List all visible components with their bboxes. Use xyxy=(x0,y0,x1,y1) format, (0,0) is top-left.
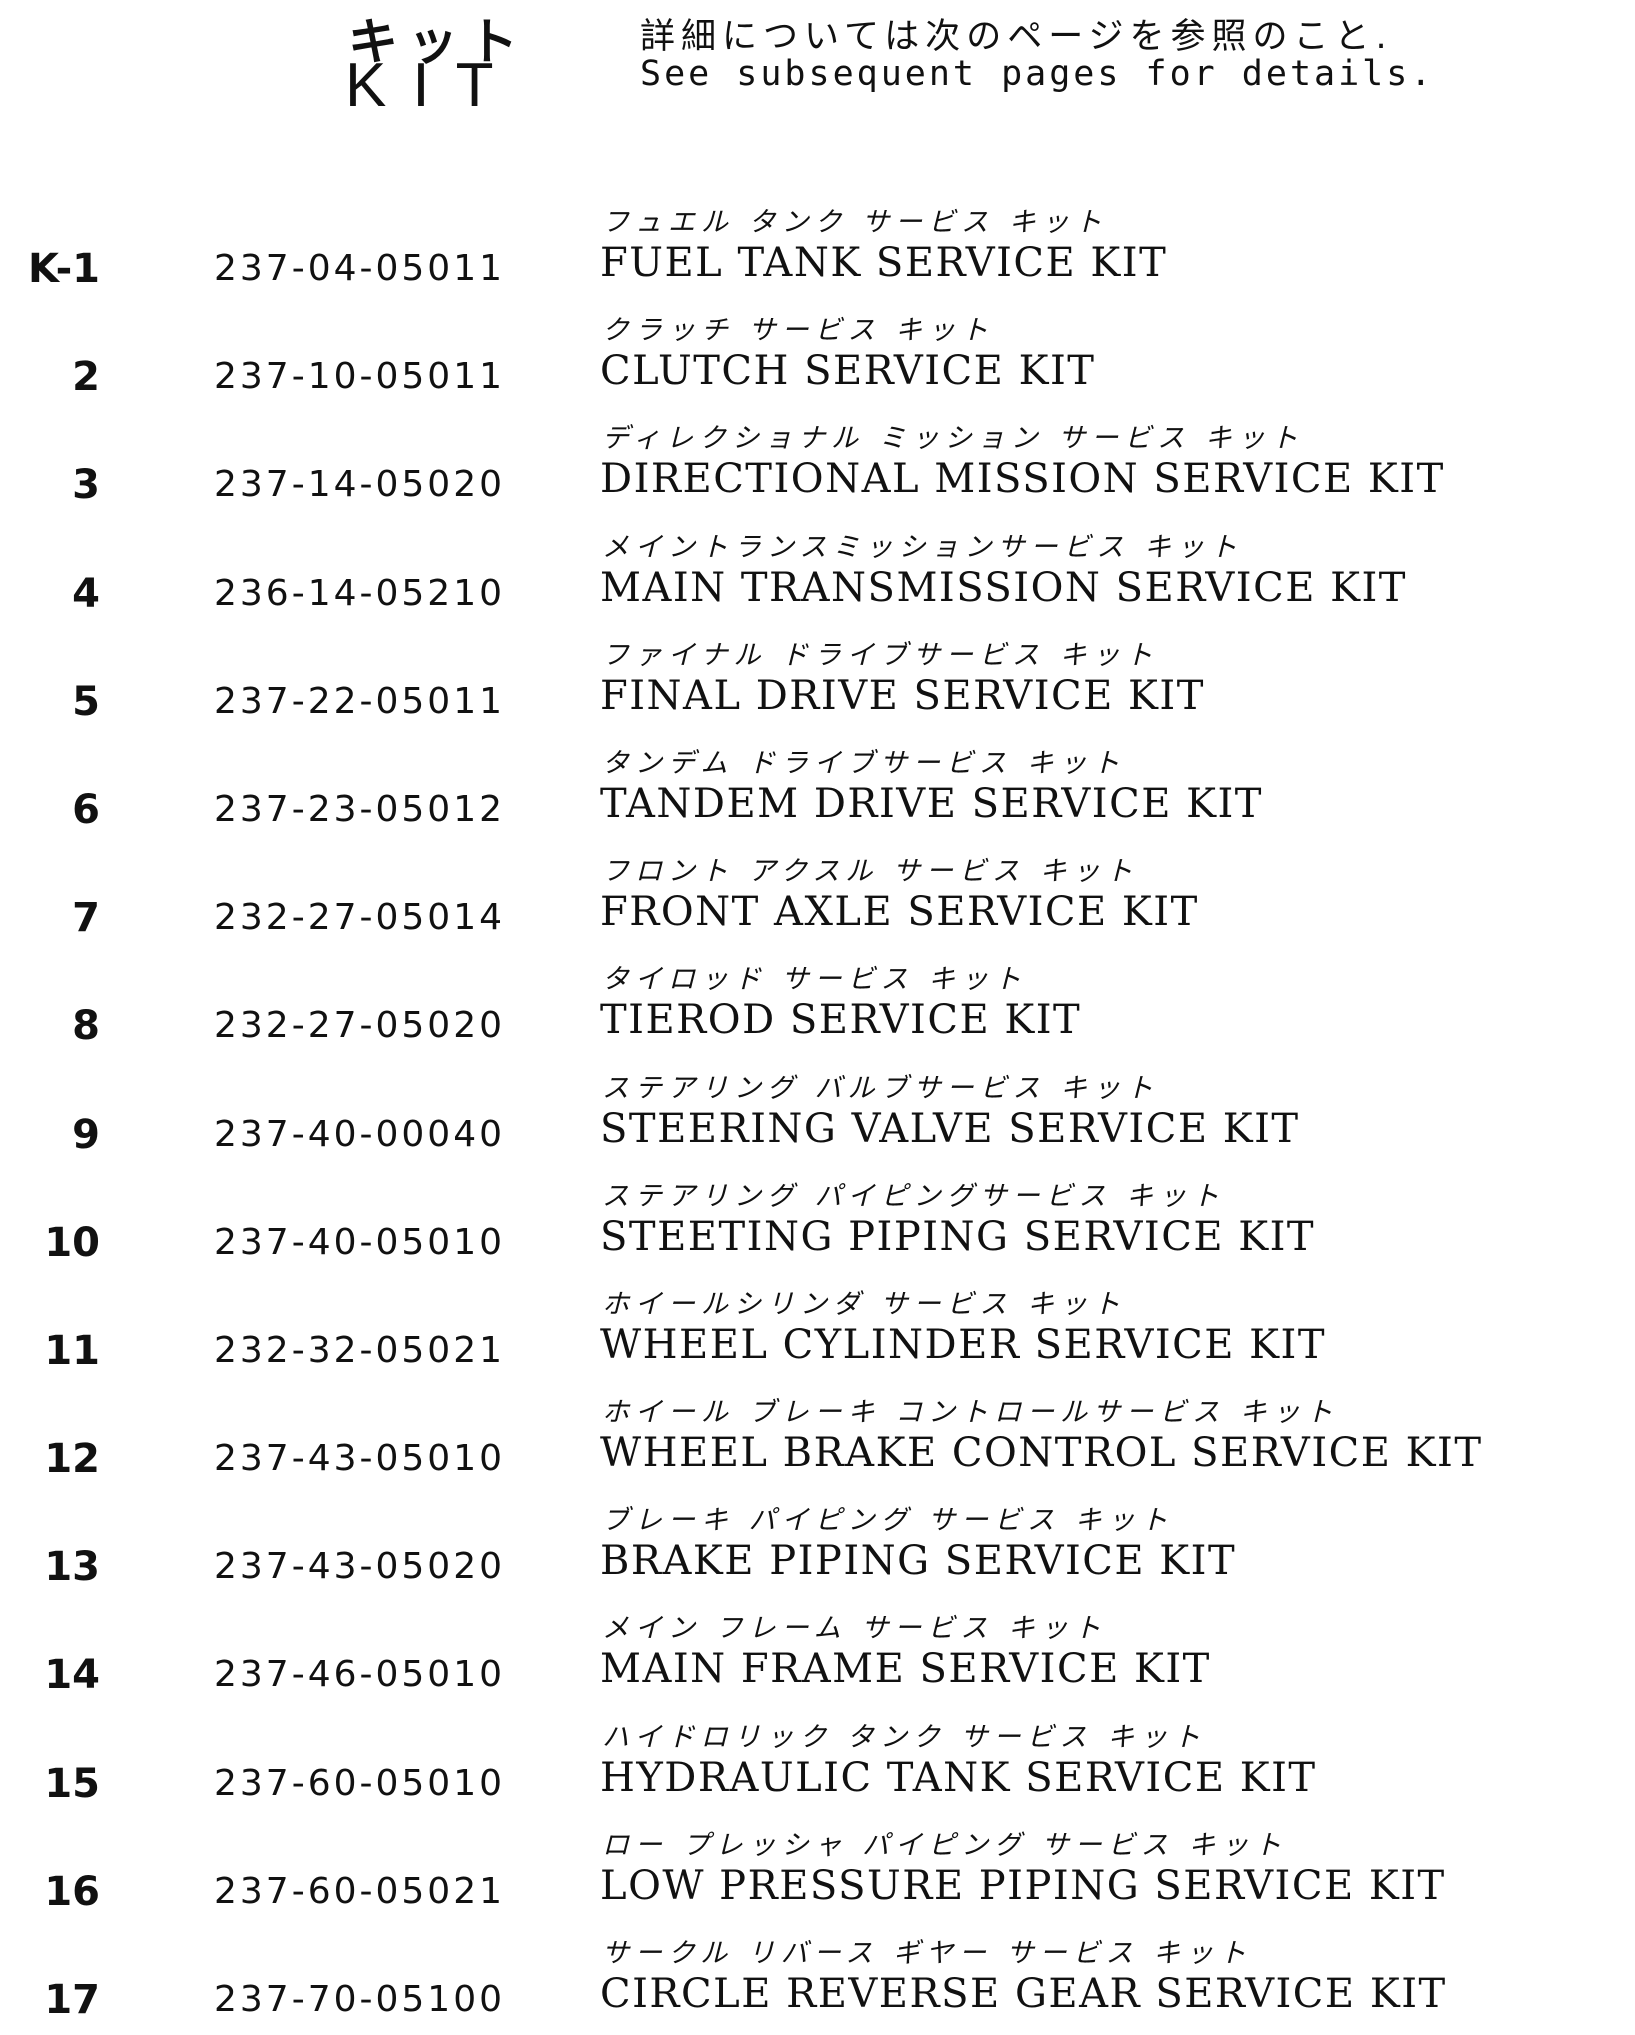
kit-number: 9 xyxy=(72,1111,100,1158)
kit-number: 7 xyxy=(72,895,100,942)
kit-part-number: 236-14-05210 xyxy=(214,572,506,614)
kit-name-japanese: ステアリング バルブサービス キット xyxy=(602,1072,1160,1104)
kit-name-japanese: タイロッド サービス キット xyxy=(602,964,1028,996)
page-title-japanese: キット xyxy=(348,13,528,71)
kit-name-english: WHEEL BRAKE CONTROL SERVICE KIT xyxy=(600,1430,1483,1477)
kit-number: 2 xyxy=(72,354,100,401)
kit-name-english: CIRCLE REVERSE GEAR SERVICE KIT xyxy=(600,1971,1447,2017)
kit-name-english: MAIN FRAME SERVICE KIT xyxy=(600,1646,1211,1693)
page-header: キット KIT 詳細については次のページを参照のこと. See subseque… xyxy=(0,0,1635,140)
kit-row: 9 237-40-00040 ステアリング バルブサービス キット STEERI… xyxy=(0,1062,1635,1170)
kit-part-number: 237-60-05010 xyxy=(214,1762,506,1804)
kit-name-japanese: ホイールシリンダ サービス キット xyxy=(602,1288,1127,1320)
kit-row: 6 237-23-05012 タンデム ドライブサービス キット TANDEM … xyxy=(0,737,1635,845)
kit-name-japanese: ブレーキ パイピング サービス キット xyxy=(602,1505,1174,1537)
kit-name-english: DIRECTIONAL MISSION SERVICE KIT xyxy=(600,456,1445,503)
kit-name-japanese: サークル リバース ギヤー サービス キット xyxy=(602,1938,1253,1969)
kit-part-number: 237-04-05011 xyxy=(214,248,506,289)
kit-name-japanese: メイン フレーム サービス キット xyxy=(602,1613,1107,1645)
kit-name-english: HYDRAULIC TANK SERVICE KIT xyxy=(600,1754,1317,1801)
kit-number: 17 xyxy=(44,1977,100,2023)
kit-name-japanese: クラッチ サービス キット xyxy=(602,315,995,347)
kit-part-number: 237-10-05011 xyxy=(214,356,506,398)
kit-number: 3 xyxy=(72,462,100,509)
kit-name-english: CLUTCH SERVICE KIT xyxy=(600,348,1096,395)
kit-name-english: FINAL DRIVE SERVICE KIT xyxy=(600,672,1205,719)
kit-name-japanese: メイントランスミッションサービス キット xyxy=(602,531,1244,563)
kit-name-english: STEERING VALVE SERVICE KIT xyxy=(600,1105,1300,1152)
kit-row: 15 237-60-05010 ハイドロリック タンク サービス キット HYD… xyxy=(0,1711,1635,1819)
kit-name-japanese: ファイナル ドライブサービス キット xyxy=(602,639,1159,671)
kit-name-english: FUEL TANK SERVICE KIT xyxy=(600,240,1168,286)
kit-number: 13 xyxy=(44,1544,100,1591)
kit-row: 2 237-10-05011 クラッチ サービス キット CLUTCH SERV… xyxy=(0,304,1635,412)
kit-name-japanese: フュエル タンク サービス キット xyxy=(602,207,1108,238)
kit-name-japanese: ロー プレッシャ パイピング サービス キット xyxy=(602,1829,1288,1861)
kit-row: K-1 237-04-05011 フュエル タンク サービス キット FUEL … xyxy=(0,196,1635,304)
kit-name-english: FRONT AXLE SERVICE KIT xyxy=(600,889,1199,936)
kit-part-number: 237-22-05011 xyxy=(214,680,506,722)
kit-name-japanese: ステアリング パイピングサービス キット xyxy=(602,1180,1226,1212)
kit-name-japanese: ディレクショナル ミッション サービス キット xyxy=(602,423,1304,455)
details-note-japanese: 詳細については次のページを参照のこと. xyxy=(640,17,1393,57)
kit-name-english: TIEROD SERVICE KIT xyxy=(600,997,1082,1044)
kit-number: 5 xyxy=(72,678,100,725)
kit-part-number: 237-14-05020 xyxy=(214,464,506,506)
page-title-english: KIT xyxy=(345,51,520,120)
kit-row: 5 237-22-05011 ファイナル ドライブサービス キット FINAL … xyxy=(0,629,1635,737)
kit-row: 17 237-70-05100 サークル リバース ギヤー サービス キット C… xyxy=(0,1927,1635,2035)
kit-row: 11 232-32-05021 ホイールシリンダ サービス キット WHEEL … xyxy=(0,1278,1635,1386)
kit-number: K-1 xyxy=(28,246,100,292)
kit-name-english: LOW PRESSURE PIPING SERVICE KIT xyxy=(600,1862,1446,1909)
kit-number: 8 xyxy=(72,1003,100,1050)
kit-name-english: WHEEL CYLINDER SERVICE KIT xyxy=(600,1321,1327,1368)
kit-row: 10 237-40-05010 ステアリング パイピングサービス キット STE… xyxy=(0,1170,1635,1278)
kit-part-number: 237-40-00040 xyxy=(214,1113,506,1155)
kit-list: K-1 237-04-05011 フュエル タンク サービス キット FUEL … xyxy=(0,196,1635,2035)
kit-number: 11 xyxy=(44,1327,100,1374)
kit-number: 4 xyxy=(72,570,100,617)
kit-name-english: STEETING PIPING SERVICE KIT xyxy=(600,1213,1316,1260)
kit-row: 8 232-27-05020 タイロッド サービス キット TIEROD SER… xyxy=(0,953,1635,1061)
kit-row: 14 237-46-05010 メイン フレーム サービス キット MAIN F… xyxy=(0,1602,1635,1710)
kit-part-number: 237-70-05100 xyxy=(214,1979,506,2020)
kit-row: 12 237-43-05010 ホイール ブレーキ コントロールサービス キット… xyxy=(0,1386,1635,1494)
kit-name-english: BRAKE PIPING SERVICE KIT xyxy=(600,1538,1237,1585)
kit-name-english: MAIN TRANSMISSION SERVICE KIT xyxy=(600,564,1407,611)
kit-part-number: 232-27-05014 xyxy=(214,897,506,939)
kit-part-number: 237-60-05021 xyxy=(214,1870,506,1912)
kit-part-number: 232-27-05020 xyxy=(214,1005,506,1047)
kit-part-number: 237-43-05020 xyxy=(214,1546,506,1588)
kit-number: 6 xyxy=(72,786,100,833)
kit-name-japanese: タンデム ドライブサービス キット xyxy=(602,747,1126,779)
kit-part-number: 237-40-05010 xyxy=(214,1221,506,1263)
kit-part-number: 237-43-05010 xyxy=(214,1438,506,1480)
kit-number: 10 xyxy=(44,1219,100,1266)
kit-row: 13 237-43-05020 ブレーキ パイピング サービス キット BRAK… xyxy=(0,1494,1635,1602)
kit-number: 12 xyxy=(44,1436,100,1483)
kit-row: 3 237-14-05020 ディレクショナル ミッション サービス キット D… xyxy=(0,412,1635,520)
kit-number: 14 xyxy=(44,1652,100,1699)
kit-row: 7 232-27-05014 フロント アクスル サービス キット FRONT … xyxy=(0,845,1635,953)
kit-part-number: 232-32-05021 xyxy=(214,1329,506,1371)
kit-name-japanese: ホイール ブレーキ コントロールサービス キット xyxy=(602,1397,1339,1429)
kit-part-number: 237-23-05012 xyxy=(214,788,506,830)
details-note-english: See subsequent pages for details. xyxy=(640,54,1435,94)
kit-row: 16 237-60-05021 ロー プレッシャ パイピング サービス キット … xyxy=(0,1819,1635,1927)
kit-part-number: 237-46-05010 xyxy=(214,1654,506,1696)
kit-name-japanese: ハイドロリック タンク サービス キット xyxy=(602,1721,1207,1753)
kit-name-japanese: フロント アクスル サービス キット xyxy=(602,856,1139,888)
kit-row: 4 236-14-05210 メイントランスミッションサービス キット MAIN… xyxy=(0,521,1635,629)
kit-name-english: TANDEM DRIVE SERVICE KIT xyxy=(600,780,1263,827)
kit-number: 15 xyxy=(44,1760,100,1807)
kit-number: 16 xyxy=(44,1868,100,1915)
